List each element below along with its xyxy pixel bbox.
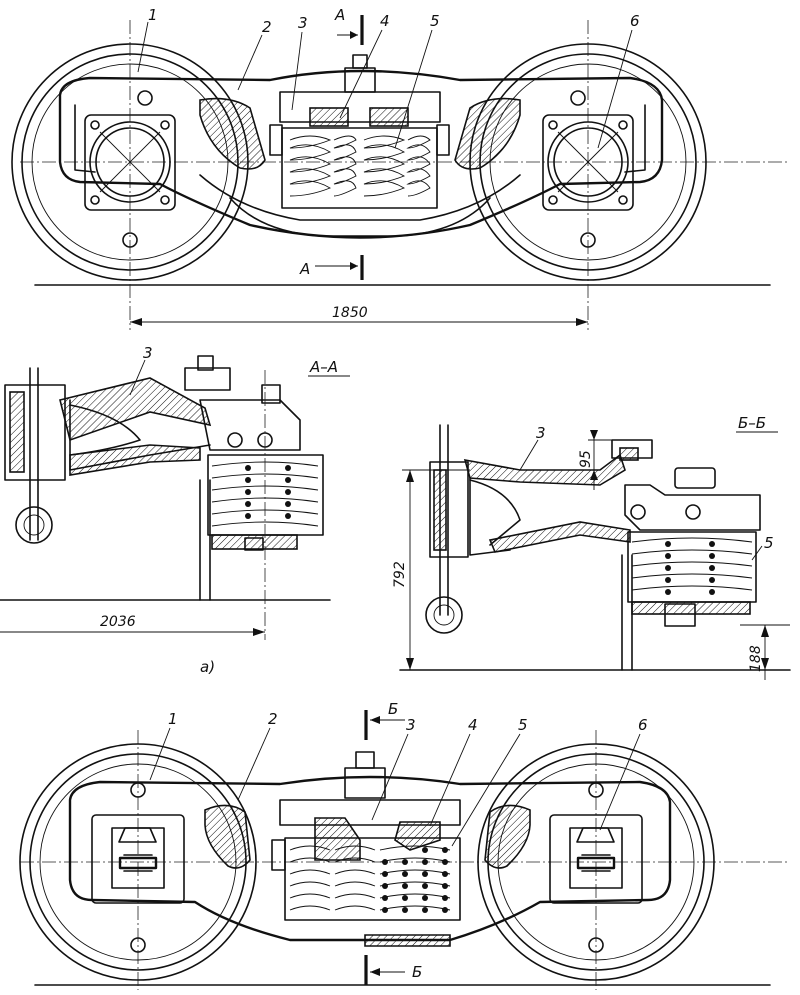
- callout-2: 2: [262, 18, 272, 36]
- bottom-callout-5: 5: [518, 716, 528, 734]
- bottom-callout-6: 6: [638, 716, 648, 734]
- bottom-bolster-and-springs: [271, 751, 461, 921]
- bottom-left-axle-box: [91, 814, 185, 904]
- bb-height-dimension: 792: [392, 561, 408, 588]
- callout-6: 6: [630, 12, 640, 30]
- bb-callout-3: 3: [536, 424, 546, 442]
- bottom-callout-3: 3: [406, 716, 416, 734]
- right-axle-box: [542, 114, 634, 211]
- section-b-label-bottom: Б: [412, 963, 422, 981]
- callout-3: 3: [298, 14, 308, 32]
- aa-spring-dots: [245, 465, 291, 519]
- bottom-bogie-view: Б Б 1 2 3 4 5 6: [19, 700, 790, 990]
- callout-1: 1: [148, 6, 158, 24]
- left-axle-box: [84, 114, 176, 211]
- bb-bottom-dimension: 188: [748, 645, 764, 672]
- bottom-side-frame: [68, 775, 672, 942]
- bolster-and-springs: [269, 54, 450, 209]
- aa-length-dimension: 2036: [100, 614, 136, 630]
- section-a-label-bottom: А: [299, 260, 310, 278]
- bottom-spring-dots: [382, 847, 448, 913]
- bottom-callout-4: 4: [468, 716, 478, 734]
- side-frame: [58, 69, 664, 239]
- bottom-callout-2: 2: [268, 710, 278, 728]
- section-b-b-view: Б–Б 3 5: [392, 414, 791, 680]
- top-bogie-view: А А 1850 1 2 3 4 5 6: [11, 6, 790, 330]
- callout-4: 4: [380, 12, 390, 30]
- wheelbase-dimension: 1850: [332, 305, 368, 321]
- callout-5: 5: [430, 12, 440, 30]
- bb-callout-5: 5: [764, 534, 774, 552]
- section-bb-label: Б–Б: [738, 414, 766, 432]
- bottom-right-axle-box: [549, 814, 643, 904]
- bb-spring-dots: [665, 541, 715, 595]
- section-a-a-view: А–А 3: [0, 344, 350, 676]
- section-aa-label: А–А: [309, 358, 338, 376]
- bb-offset-dimension: 95: [578, 450, 594, 468]
- section-b-label-top: Б: [388, 700, 398, 718]
- bottom-callout-1: 1: [168, 710, 178, 728]
- subfigure-label: a): [200, 658, 215, 676]
- section-a-label-top: А: [334, 6, 345, 24]
- aa-callout-3: 3: [143, 344, 153, 362]
